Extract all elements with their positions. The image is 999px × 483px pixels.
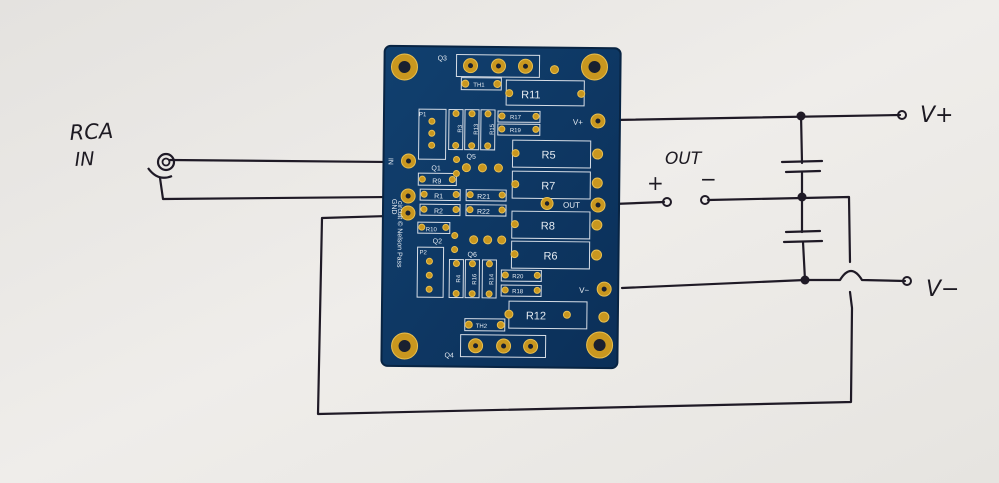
pcb-label-r1: R1 xyxy=(434,193,443,200)
rca-jack-icon xyxy=(147,152,176,179)
wire-vplus-rail xyxy=(611,113,902,122)
capacitor-top xyxy=(780,159,824,174)
pcb-board: Q3 TH1 R11 P1 R3 R13 R15 R17 R19 V+ xyxy=(380,44,622,370)
wire-out-signal xyxy=(611,200,666,206)
wire-rca-ground xyxy=(158,176,391,201)
label-out: OUT xyxy=(665,149,703,169)
pcb-label-r5: R5 xyxy=(542,149,556,161)
pcb-pin-vplus: V+ xyxy=(573,118,583,127)
junction-dot xyxy=(797,192,807,202)
pcb-label-r19: R19 xyxy=(510,128,522,134)
pcb-label-r15: R15 xyxy=(490,123,496,135)
wire-cap-low xyxy=(801,240,807,282)
label-rca: RCA xyxy=(69,119,114,145)
terminal-vminus xyxy=(902,276,912,286)
pcb-label-r14: R14 xyxy=(489,273,495,285)
pcb-label-r8: R8 xyxy=(541,220,555,232)
wire-cap-stack xyxy=(799,112,804,165)
terminal-vplus xyxy=(897,110,907,120)
pcb-label-r12: R12 xyxy=(526,310,546,322)
pcb-label-r13: R13 xyxy=(474,123,480,135)
pcb-pin-out: OUT xyxy=(563,201,580,210)
pcb-label-r20: R20 xyxy=(512,274,524,280)
terminal-out-minus xyxy=(700,195,710,205)
pcb-credit: circuit © Nelson Pass xyxy=(395,201,404,268)
pcb-label-r4: R4 xyxy=(456,274,462,282)
hand-drawn-wiring xyxy=(147,110,912,416)
pcb-label-r7: R7 xyxy=(541,180,555,192)
pcb-label-r6: R6 xyxy=(543,250,557,262)
pcb-label-r9: R9 xyxy=(432,178,441,185)
pcb-label-p1: P1 xyxy=(419,112,427,118)
junction-dot xyxy=(800,275,810,285)
label-in: IN xyxy=(74,148,95,171)
pcb-label-r18: R18 xyxy=(512,289,524,295)
pcb-label-q1: Q1 xyxy=(431,165,441,172)
label-vminus: V− xyxy=(926,277,959,302)
pcb-pin-in: IN xyxy=(386,158,393,165)
pcb-pin-vminus: V− xyxy=(579,286,589,295)
junction-dot xyxy=(796,111,806,121)
capacitor-bottom xyxy=(782,229,824,244)
pcb-label-th2: TH2 xyxy=(476,324,488,330)
pcb-pin-gnd: GND xyxy=(390,199,397,215)
wire-ground-loop xyxy=(316,214,854,416)
label-out-plus: + xyxy=(647,171,664,195)
pcb-label-r11: R11 xyxy=(521,89,540,101)
pcb-label-q4: Q4 xyxy=(444,352,454,359)
pcb-label-q3: Q3 xyxy=(438,55,448,62)
wire-out-ground xyxy=(706,195,852,264)
pcb-label-r3: R3 xyxy=(458,124,464,132)
pcb-label-r10: R10 xyxy=(426,227,438,233)
pcb-label-r2: R2 xyxy=(434,208,443,215)
pcb-label-r21: R21 xyxy=(477,194,490,201)
pcb-label-p2: P2 xyxy=(420,250,428,256)
wire-vminus-rail xyxy=(620,269,907,290)
wire-rca-signal xyxy=(168,158,391,164)
pcb-label-r16: R16 xyxy=(472,273,478,285)
pcb-label-q5: Q5 xyxy=(467,154,477,161)
terminal-out-plus xyxy=(662,197,672,207)
label-vplus: V+ xyxy=(920,103,953,128)
pcb-label-r17: R17 xyxy=(510,115,522,121)
pcb-label-q2: Q2 xyxy=(433,238,443,245)
pcb-label-q6: Q6 xyxy=(467,252,477,259)
mounting-holes xyxy=(390,53,614,360)
label-out-minus: − xyxy=(700,167,717,191)
pcb-label-th1: TH1 xyxy=(473,83,485,89)
pcb-label-r22: R22 xyxy=(477,209,490,216)
